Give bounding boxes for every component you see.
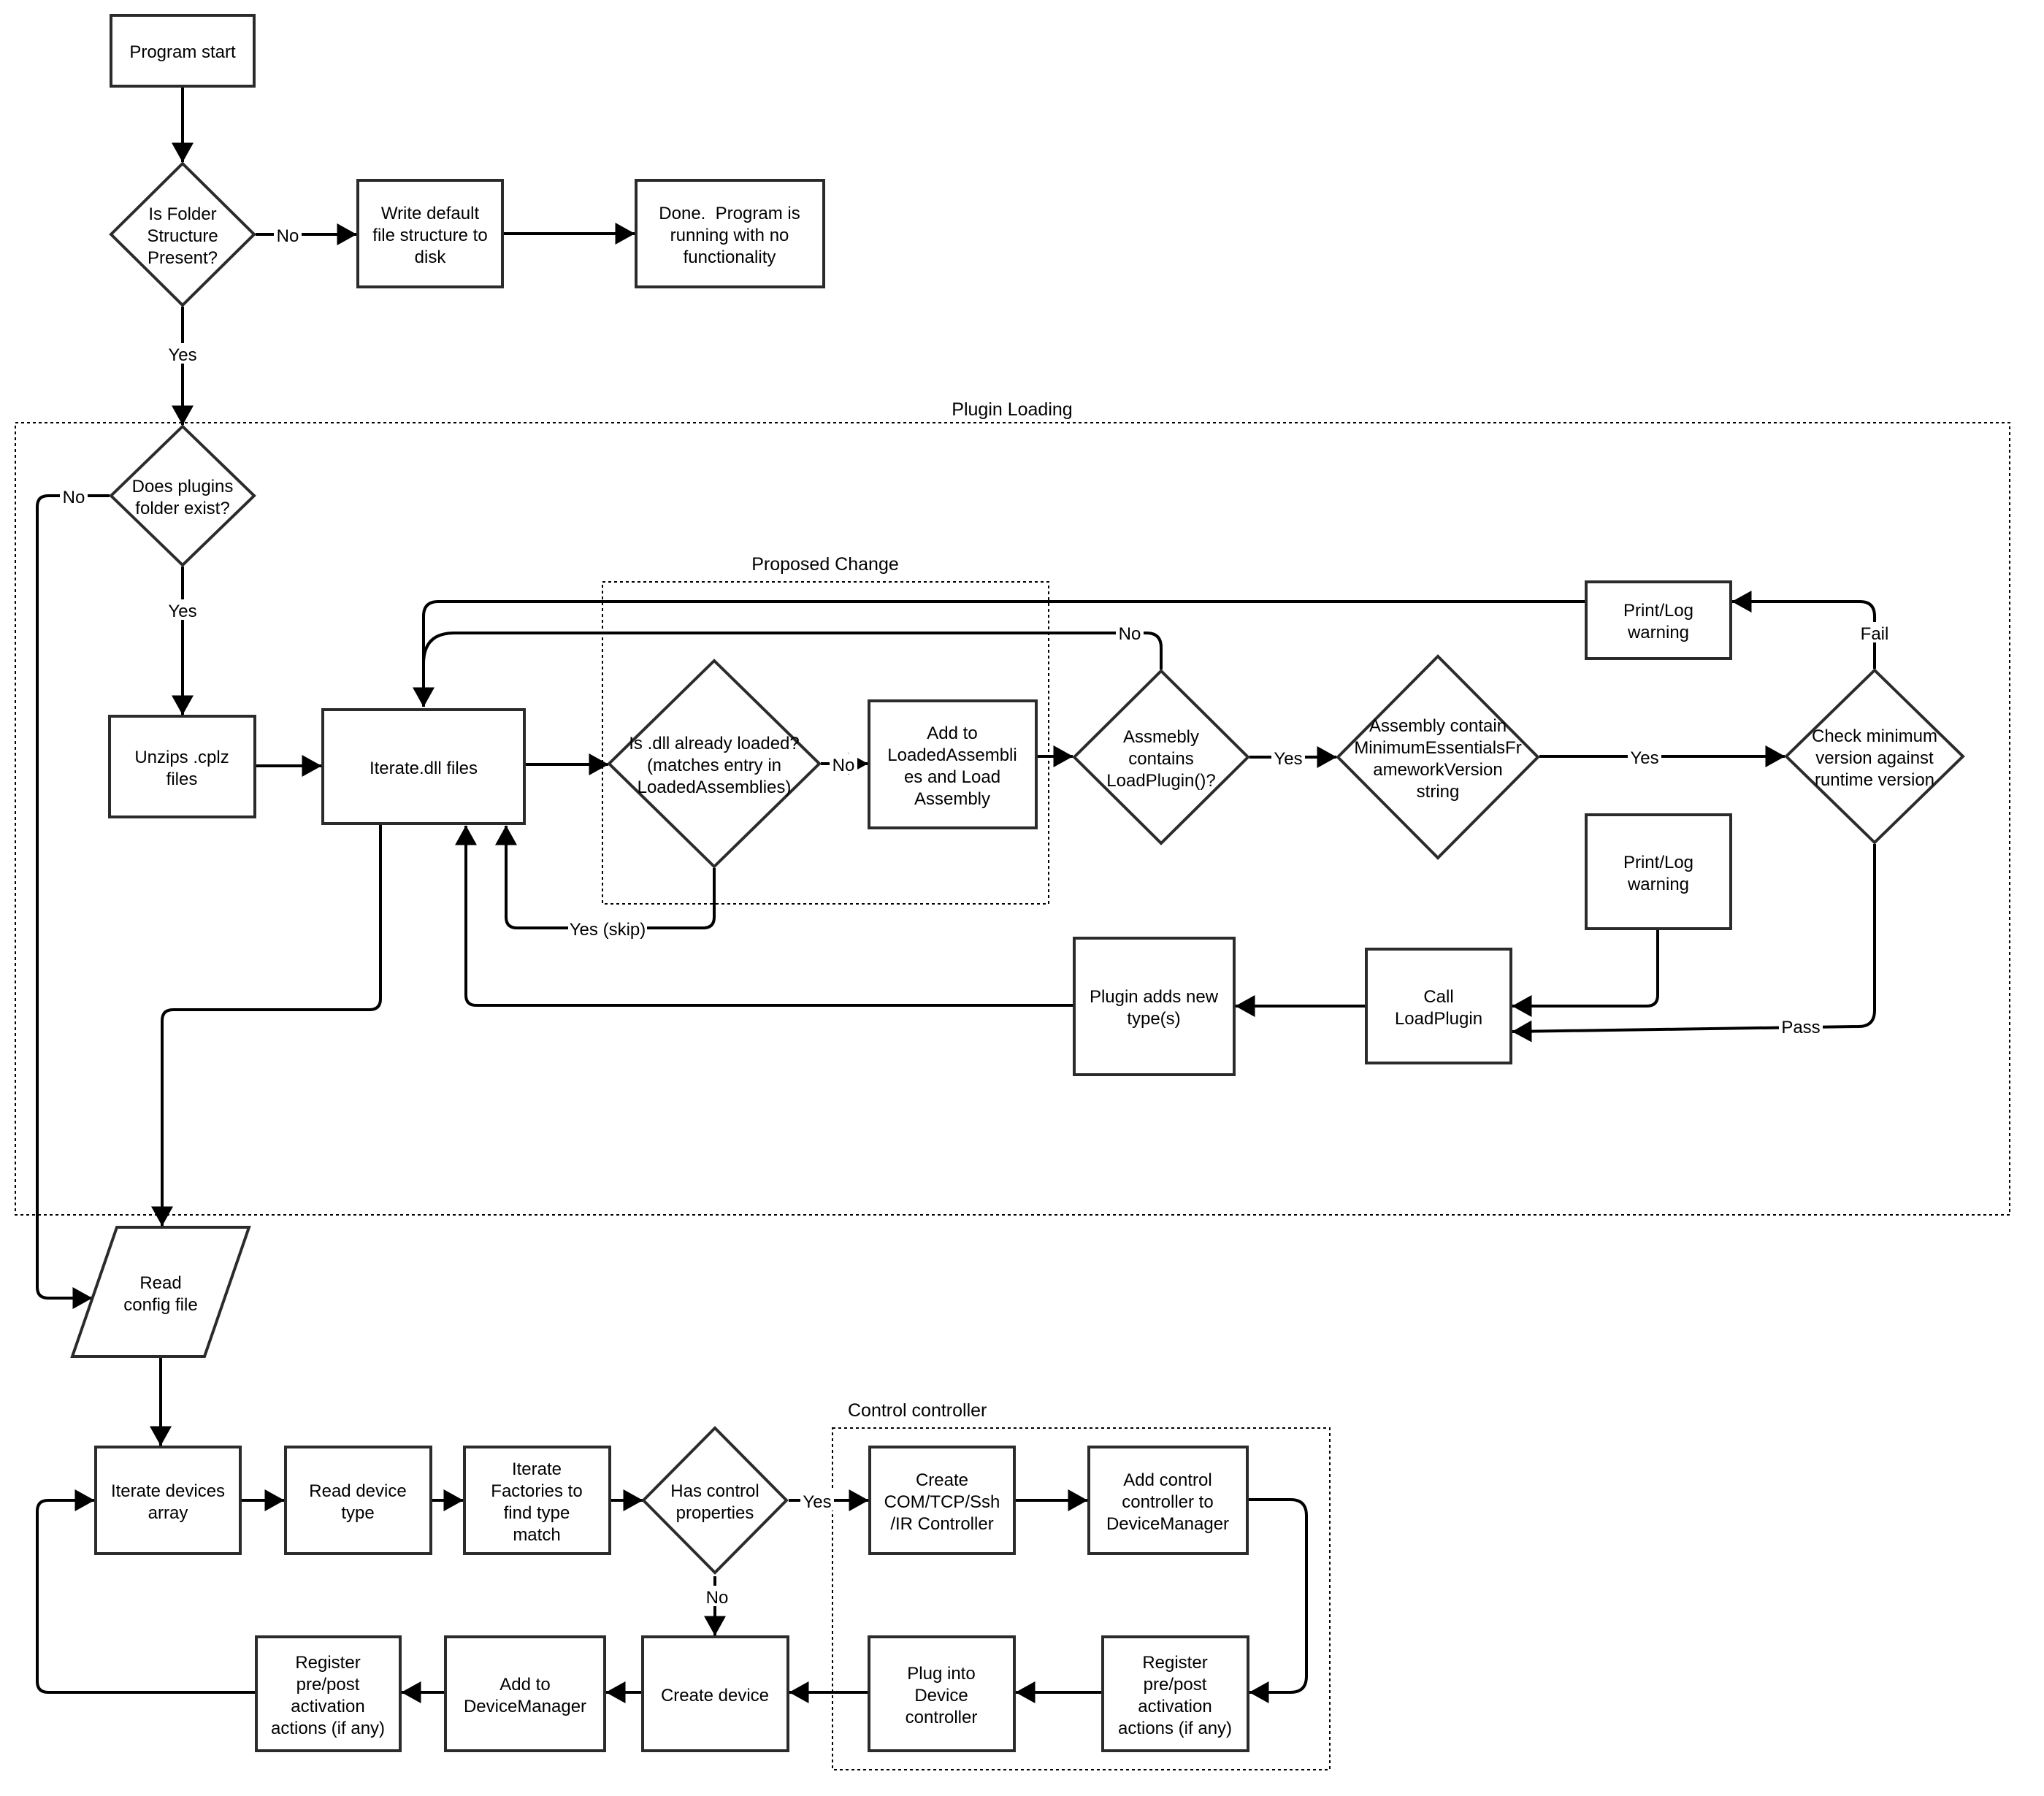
svg-text:Program start: Program start bbox=[129, 42, 236, 62]
svg-text:Fail: Fail bbox=[1861, 624, 1889, 644]
svg-text:No: No bbox=[63, 488, 85, 507]
svg-text:No: No bbox=[277, 226, 299, 246]
svg-text:No: No bbox=[706, 1588, 729, 1608]
svg-text:Yes: Yes bbox=[803, 1492, 831, 1512]
svg-text:No: No bbox=[832, 756, 855, 775]
svg-text:Create device: Create device bbox=[661, 1686, 769, 1705]
svg-text:Yes: Yes bbox=[168, 345, 196, 365]
svg-text:Yes: Yes bbox=[168, 602, 196, 621]
svg-text:Proposed Change: Proposed Change bbox=[751, 554, 899, 575]
svg-text:Is .dll already loaded?(matche: Is .dll already loaded?(matches entry in… bbox=[629, 734, 799, 797]
svg-text:Plugin Loading: Plugin Loading bbox=[952, 399, 1072, 420]
svg-text:Yes: Yes bbox=[1274, 749, 1302, 769]
svg-text:No: No bbox=[1119, 624, 1141, 644]
svg-text:Yes (skip): Yes (skip) bbox=[570, 920, 646, 940]
svg-text:Iterate.dll files: Iterate.dll files bbox=[370, 759, 478, 778]
svg-text:Control controller: Control controller bbox=[848, 1400, 987, 1421]
svg-text:Yes: Yes bbox=[1630, 748, 1658, 768]
svg-text:Pass: Pass bbox=[1781, 1018, 1820, 1037]
